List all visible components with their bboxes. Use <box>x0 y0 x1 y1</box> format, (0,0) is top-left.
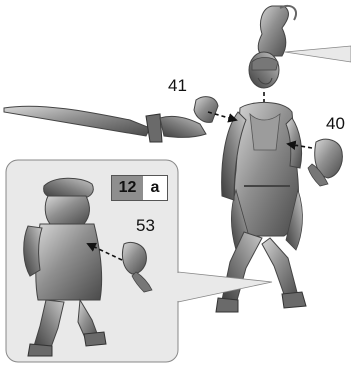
part-number-53: 53 <box>136 216 155 235</box>
left-shoulder <box>221 111 247 201</box>
arrow-53 <box>86 242 123 261</box>
step-callout <box>5 159 273 363</box>
hand-part-40 <box>307 138 343 187</box>
part-number-40: 40 <box>326 114 345 133</box>
callout-pointer-right <box>284 45 351 63</box>
torso-part <box>231 102 303 251</box>
head-part <box>248 4 298 89</box>
arrow-41 <box>207 111 238 123</box>
step-number: 12 <box>112 176 143 200</box>
step-letter: a <box>143 176 167 200</box>
part-number-41: 41 <box>168 76 187 95</box>
sword-arm-part <box>3 96 219 143</box>
back-view-figure <box>23 177 107 357</box>
main-figure <box>3 4 351 313</box>
step-indicator: 12 a <box>111 175 168 201</box>
hand-part-53 <box>121 241 153 293</box>
